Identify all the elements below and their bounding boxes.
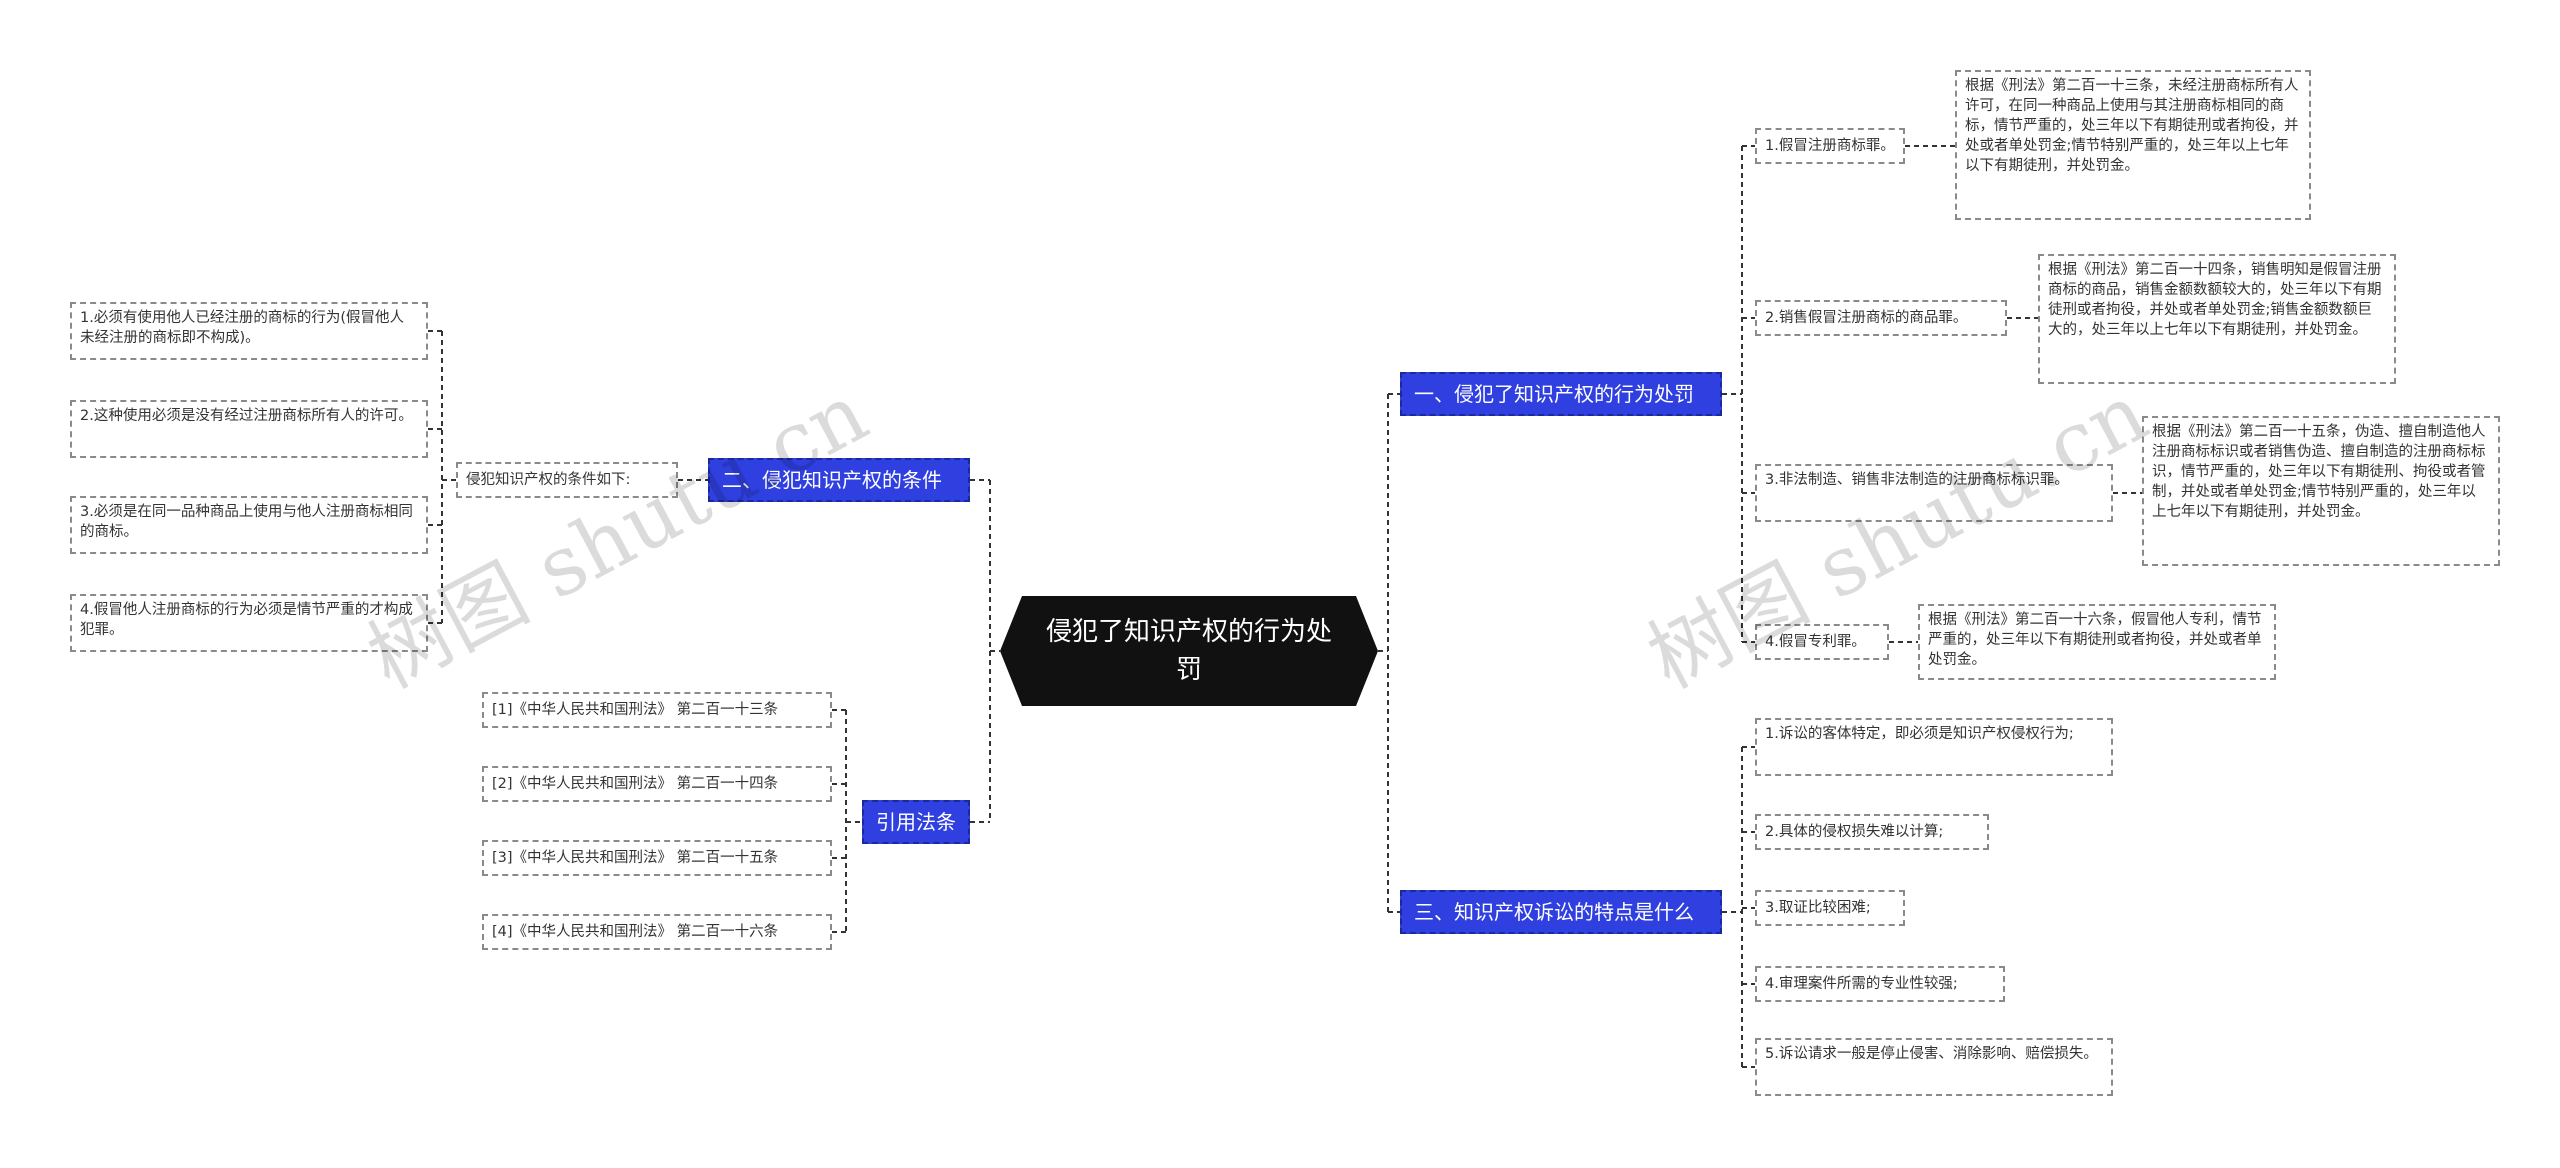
- penalty-item-4[interactable]: 4.假冒专利罪。: [1755, 624, 1889, 660]
- penalty-item-4-detail-text: 根据《刑法》第二百一十六条，假冒他人专利，情节严重的，处三年以下有期徒刑或者拘役…: [1928, 612, 2262, 668]
- cited-law-3[interactable]: [3]《中华人民共和国刑法》 第二百一十五条: [482, 840, 832, 876]
- cited-law-4[interactable]: [4]《中华人民共和国刑法》 第二百一十六条: [482, 914, 832, 950]
- cited-law-2[interactable]: [2]《中华人民共和国刑法》 第二百一十四条: [482, 766, 832, 802]
- lawsuit-item-1-text: 1.诉讼的客体特定，即必须是知识产权侵权行为;: [1765, 726, 2074, 742]
- penalty-item-2[interactable]: 2.销售假冒注册商标的商品罪。: [1755, 300, 2007, 336]
- condition-item-1-text: 1.必须有使用他人已经注册的商标的行为(假冒他人未经注册的商标即不构成)。: [80, 310, 404, 346]
- central-topic[interactable]: 侵犯了知识产权的行为处罚: [1000, 596, 1378, 706]
- penalty-item-2-detail[interactable]: 根据《刑法》第二百一十四条，销售明知是假冒注册商标的商品，销售金额数额较大的，处…: [2038, 254, 2396, 384]
- branch-penalty-label: 一、侵犯了知识产权的行为处罚: [1414, 382, 1694, 406]
- penalty-item-3-detail[interactable]: 根据《刑法》第二百一十五条，伪造、擅自制造他人注册商标标识或者销售伪造、擅自制造…: [2142, 416, 2500, 566]
- penalty-item-1-label: 1.假冒注册商标罪。: [1765, 138, 1895, 154]
- branch-conditions[interactable]: 二、侵犯知识产权的条件: [708, 458, 970, 502]
- penalty-item-1[interactable]: 1.假冒注册商标罪。: [1755, 128, 1905, 164]
- lawsuit-item-4-text: 4.审理案件所需的专业性较强;: [1765, 976, 1958, 992]
- penalty-item-3[interactable]: 3.非法制造、销售非法制造的注册商标标识罪。: [1755, 464, 2113, 522]
- penalty-item-2-label: 2.销售假冒注册商标的商品罪。: [1765, 310, 1968, 326]
- lawsuit-item-3[interactable]: 3.取证比较困难;: [1755, 890, 1905, 926]
- penalty-item-2-detail-text: 根据《刑法》第二百一十四条，销售明知是假冒注册商标的商品，销售金额数额较大的，处…: [2048, 262, 2382, 338]
- cited-law-1[interactable]: [1]《中华人民共和国刑法》 第二百一十三条: [482, 692, 832, 728]
- condition-item-4[interactable]: 4.假冒他人注册商标的行为必须是情节严重的才构成犯罪。: [70, 594, 428, 652]
- conditions-hub[interactable]: 侵犯知识产权的条件如下:: [456, 462, 678, 498]
- conditions-hub-label: 侵犯知识产权的条件如下:: [466, 472, 631, 488]
- condition-item-3-text: 3.必须是在同一品种商品上使用与他人注册商标相同的商标。: [80, 504, 413, 540]
- lawsuit-item-2[interactable]: 2.具体的侵权损失难以计算;: [1755, 814, 1989, 850]
- lawsuit-item-1[interactable]: 1.诉讼的客体特定，即必须是知识产权侵权行为;: [1755, 718, 2113, 776]
- penalty-item-1-detail-text: 根据《刑法》第二百一十三条，未经注册商标所有人许可，在同一种商品上使用与其注册商…: [1965, 78, 2299, 174]
- penalty-item-3-label: 3.非法制造、销售非法制造的注册商标标识罪。: [1765, 472, 2069, 488]
- penalty-item-4-detail[interactable]: 根据《刑法》第二百一十六条，假冒他人专利，情节严重的，处三年以下有期徒刑或者拘役…: [1918, 604, 2276, 680]
- lawsuit-item-4[interactable]: 4.审理案件所需的专业性较强;: [1755, 966, 2005, 1002]
- lawsuit-item-2-text: 2.具体的侵权损失难以计算;: [1765, 824, 1944, 840]
- branch-cited-laws[interactable]: 引用法条: [862, 800, 970, 844]
- condition-item-2-text: 2.这种使用必须是没有经过注册商标所有人的许可。: [80, 408, 413, 424]
- penalty-item-1-detail[interactable]: 根据《刑法》第二百一十三条，未经注册商标所有人许可，在同一种商品上使用与其注册商…: [1955, 70, 2311, 220]
- central-topic-label: 侵犯了知识产权的行为处罚: [1045, 617, 1332, 685]
- condition-item-2[interactable]: 2.这种使用必须是没有经过注册商标所有人的许可。: [70, 400, 428, 458]
- branch-lawsuit[interactable]: 三、知识产权诉讼的特点是什么: [1400, 890, 1722, 934]
- condition-item-1[interactable]: 1.必须有使用他人已经注册的商标的行为(假冒他人未经注册的商标即不构成)。: [70, 302, 428, 360]
- branch-penalty[interactable]: 一、侵犯了知识产权的行为处罚: [1400, 372, 1722, 416]
- penalty-item-4-label: 4.假冒专利罪。: [1765, 634, 1866, 650]
- branch-lawsuit-label: 三、知识产权诉讼的特点是什么: [1414, 900, 1694, 924]
- branch-conditions-label: 二、侵犯知识产权的条件: [722, 468, 942, 492]
- penalty-item-3-detail-text: 根据《刑法》第二百一十五条，伪造、擅自制造他人注册商标标识或者销售伪造、擅自制造…: [2152, 424, 2486, 520]
- cited-law-1-text: [1]《中华人民共和国刑法》 第二百一十三条: [492, 702, 779, 718]
- cited-law-4-text: [4]《中华人民共和国刑法》 第二百一十六条: [492, 924, 779, 940]
- lawsuit-item-5-text: 5.诉讼请求一般是停止侵害、消除影响、赔偿损失。: [1765, 1046, 2098, 1062]
- condition-item-3[interactable]: 3.必须是在同一品种商品上使用与他人注册商标相同的商标。: [70, 496, 428, 554]
- lawsuit-item-5[interactable]: 5.诉讼请求一般是停止侵害、消除影响、赔偿损失。: [1755, 1038, 2113, 1096]
- cited-law-3-text: [3]《中华人民共和国刑法》 第二百一十五条: [492, 850, 779, 866]
- lawsuit-item-3-text: 3.取证比较困难;: [1765, 900, 1871, 916]
- cited-law-2-text: [2]《中华人民共和国刑法》 第二百一十四条: [492, 776, 779, 792]
- branch-cited-laws-label: 引用法条: [876, 810, 956, 834]
- condition-item-4-text: 4.假冒他人注册商标的行为必须是情节严重的才构成犯罪。: [80, 602, 413, 638]
